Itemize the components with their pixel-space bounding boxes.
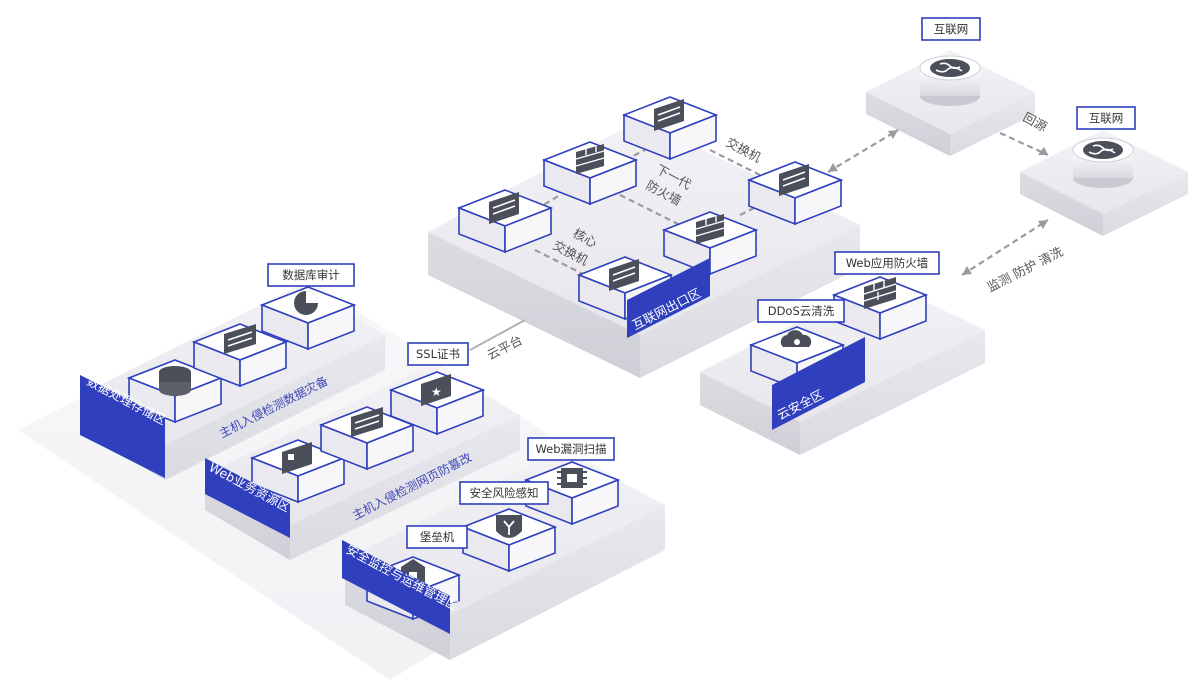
server-panel-icon xyxy=(351,407,383,437)
waf-device xyxy=(833,276,927,340)
database-icon xyxy=(159,366,191,396)
firewall-bricks-icon xyxy=(575,144,605,174)
label-internet-2-text: 互联网 xyxy=(1089,111,1124,125)
annotation-back-source: 回源 xyxy=(1021,109,1051,134)
host-ids-device xyxy=(193,323,287,387)
internet-globe-2 xyxy=(1072,137,1134,188)
web-vuln-scan-device xyxy=(525,461,619,525)
label-internet-2: 互联网 xyxy=(1076,106,1136,130)
label-ssl-cert: SSL证书 xyxy=(407,342,469,366)
risk-sense-device xyxy=(462,508,556,572)
label-db-audit: 数据库审计 xyxy=(267,263,355,287)
svg-text:★: ★ xyxy=(431,385,442,399)
switch-device-2 xyxy=(748,161,842,225)
connectors xyxy=(469,129,1049,351)
monitor-link xyxy=(961,219,1049,276)
database-device xyxy=(128,359,222,423)
ngfw-device-1 xyxy=(543,141,637,205)
server-panel-icon xyxy=(609,259,639,291)
globe-icon xyxy=(930,59,970,77)
db-audit-device xyxy=(261,286,355,350)
server-panel-icon xyxy=(224,324,256,354)
switch-device-1 xyxy=(623,96,717,160)
ssl-cert-device: ★ xyxy=(390,371,484,435)
exit-to-internet-link xyxy=(827,129,899,173)
label-risk-sense: 安全风险感知 xyxy=(459,481,549,505)
label-ssl-cert-text: SSL证书 xyxy=(416,347,460,361)
internet-exit-platform xyxy=(428,120,860,378)
webpage-icon xyxy=(282,442,312,474)
internet-globe-1 xyxy=(919,55,981,106)
label-ddos: DDoS云清洗 xyxy=(757,299,845,323)
back-source-link xyxy=(999,132,1049,156)
label-web-vuln-scan-text: Web漏洞扫描 xyxy=(535,442,606,456)
certificate-icon: ★ xyxy=(421,374,451,406)
label-internet-1: 互联网 xyxy=(921,17,981,41)
label-ddos-text: DDoS云清洗 xyxy=(768,304,835,318)
label-waf: Web应用防火墙 xyxy=(834,251,940,275)
cloud-platform-link xyxy=(469,319,526,351)
label-risk-sense-text: 安全风险感知 xyxy=(470,486,539,500)
cloud-wash-icon xyxy=(780,330,812,347)
label-web-vuln-scan: Web漏洞扫描 xyxy=(527,437,615,461)
label-bastion: 堡垒机 xyxy=(406,525,468,549)
core-switch-device-1 xyxy=(458,189,552,253)
globe-icon xyxy=(1083,141,1123,159)
shield-icon xyxy=(496,515,522,538)
server-panel-icon xyxy=(489,192,519,224)
firewall-bricks-icon xyxy=(863,277,897,309)
ngfw-device-2 xyxy=(663,211,757,275)
server-panel-icon xyxy=(654,99,684,131)
chip-icon xyxy=(557,468,587,488)
label-internet-1-text: 互联网 xyxy=(934,22,969,36)
firewall-bricks-icon xyxy=(695,214,725,244)
label-bastion-text: 堡垒机 xyxy=(420,530,455,544)
core-switch-device-2 xyxy=(578,256,672,320)
label-db-audit-text: 数据库审计 xyxy=(282,268,340,282)
annotation-cloud-platform: 云平台 xyxy=(485,332,525,362)
ddos-device xyxy=(750,326,844,390)
audit-chart-icon xyxy=(294,291,318,315)
server-panel-icon xyxy=(779,164,809,196)
tamper-protect-device xyxy=(251,439,345,503)
host-ids-web-device xyxy=(320,406,414,470)
label-waf-text: Web应用防火墙 xyxy=(846,256,929,270)
annotation-monitor: 监测 防护 清洗 xyxy=(985,243,1066,294)
